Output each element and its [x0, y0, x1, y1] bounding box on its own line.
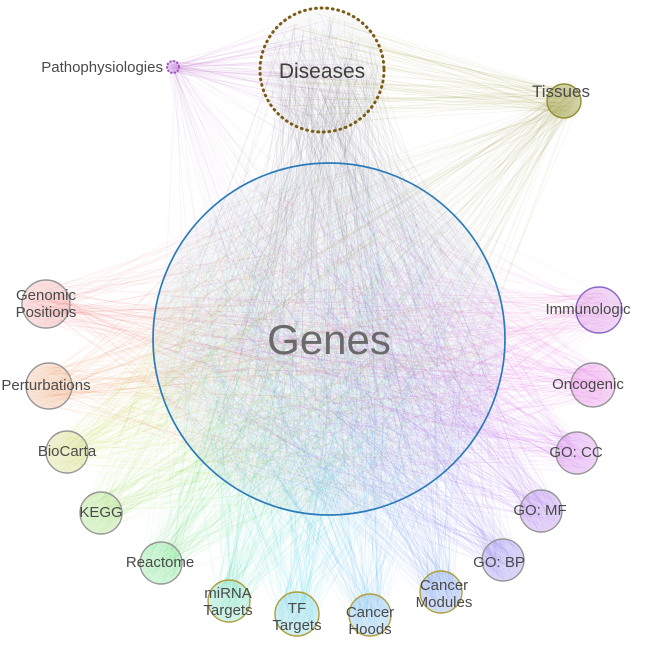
- mirna-targets-label: miRNA: [204, 585, 252, 602]
- go-cc-label: GO: CC: [549, 444, 603, 461]
- oncogenic-label: Oncogenic: [552, 376, 624, 393]
- go-mf-label: GO: MF: [513, 502, 566, 519]
- immunologic-node[interactable]: [575, 286, 623, 334]
- genomic-positions-label: Genomic: [16, 287, 77, 304]
- kegg-node[interactable]: [79, 491, 123, 535]
- tf-targets-label: Targets: [272, 617, 321, 634]
- pathophysiologies-node[interactable]: [166, 60, 180, 74]
- perturbations-node[interactable]: [25, 362, 73, 410]
- edge-bundle-diseases-tissues: [268, 13, 578, 129]
- cancer-modules-label: Modules: [416, 594, 473, 611]
- edge-bundle-genes-pathophysiologies: [164, 61, 450, 501]
- edge-bundle-genes-cancer-modules: [162, 170, 496, 612]
- go-bp-node[interactable]: [481, 538, 525, 582]
- cancer-hoods-node[interactable]: [348, 593, 392, 637]
- edge-bundle-genes-oncogenic: [170, 184, 613, 492]
- edge-bundle-genes-go-cc: [162, 179, 594, 480]
- biocarta-node[interactable]: [45, 430, 89, 474]
- edge-bundle-genes-reactome: [142, 170, 488, 583]
- edge-bundle-genes-tissues: [163, 87, 579, 503]
- reactome-node[interactable]: [139, 541, 183, 585]
- edge-bundle-diseases-pathophysiologies: [168, 14, 372, 122]
- cancer-hoods-label: Hoods: [348, 621, 391, 638]
- edge-bundles-layer: [25, 13, 619, 633]
- go-mf-node[interactable]: [519, 489, 563, 533]
- nodes-layer: [21, 6, 623, 637]
- labels-layer: Genes Diseases PathophysiologiesTissuesGen…: [1, 59, 631, 638]
- perturbations-label: Perturbations: [1, 377, 90, 394]
- edge-bundle-genes-kegg: [82, 174, 478, 532]
- go-cc-node[interactable]: [555, 431, 599, 475]
- biocarta-label: BioCarta: [38, 443, 97, 460]
- diseases-label: Diseases: [279, 60, 365, 83]
- edge-bundle-genes-cancer-hoods: [166, 181, 498, 633]
- mirna-targets-node[interactable]: [207, 579, 251, 623]
- pathophysiologies-label: Pathophysiologies: [41, 59, 163, 76]
- go-bp-label: GO: BP: [473, 554, 525, 571]
- edge-bundle-genes-perturbations: [29, 172, 489, 503]
- kegg-label: KEGG: [79, 504, 122, 521]
- immunologic-label: Immunologic: [545, 301, 631, 318]
- cancer-modules-label: Cancer: [420, 577, 468, 594]
- cancer-hoods-label: Cancer: [346, 604, 394, 621]
- cancer-modules-node[interactable]: [419, 570, 463, 614]
- oncogenic-node[interactable]: [570, 362, 616, 408]
- edge-bundle-genes-go-bp: [160, 182, 522, 580]
- tissues-node[interactable]: [546, 83, 582, 119]
- tissues-label: Tissues: [532, 82, 590, 101]
- genes-node[interactable]: [152, 162, 506, 516]
- edge-bundle-genes-immunologic: [165, 189, 619, 492]
- tf-targets-node[interactable]: [274, 591, 320, 637]
- edge-bundle-genes-diseases: [160, 13, 493, 503]
- edge-bundle-genes-go-mf: [164, 187, 560, 531]
- tf-targets-label: TF: [288, 600, 306, 617]
- genes-label: Genes: [267, 316, 391, 363]
- mirna-targets-label: Targets: [203, 602, 252, 619]
- edge-bundle-genes-genomic-positions: [25, 171, 497, 486]
- diseases-node[interactable]: [258, 6, 386, 134]
- edge-bundle-genes-mirna-targets: [173, 179, 494, 619]
- genomic-positions-label: Positions: [16, 304, 77, 321]
- genomic-positions-node[interactable]: [21, 279, 71, 329]
- reactome-label: Reactome: [126, 554, 194, 571]
- edge-bundle-genes-biocarta: [48, 173, 493, 497]
